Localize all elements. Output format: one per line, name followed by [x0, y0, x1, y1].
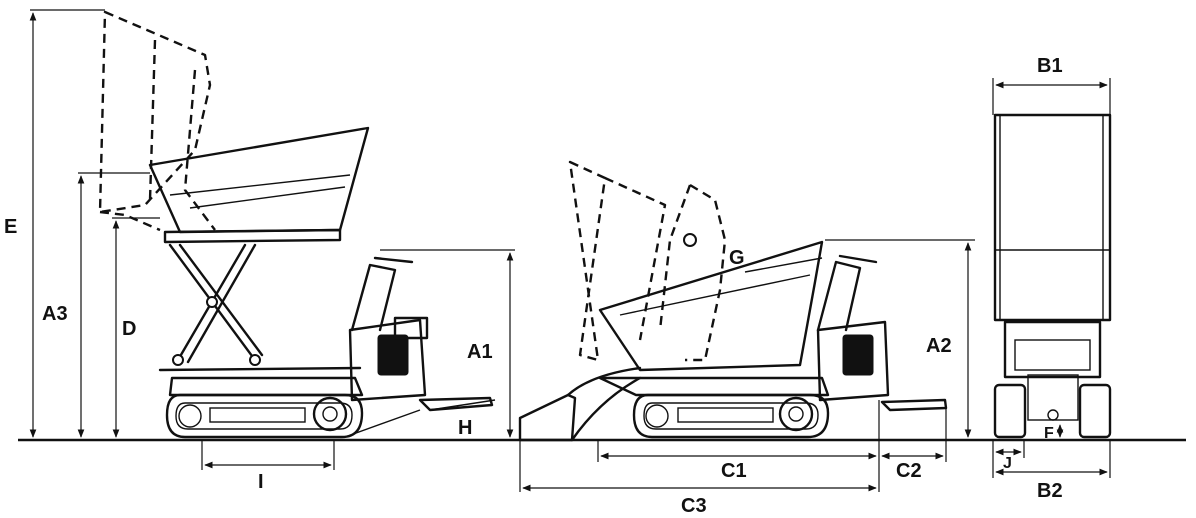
label-c3: C3 — [681, 495, 707, 517]
label-b1: B1 — [1037, 55, 1063, 77]
label-e: E — [4, 216, 17, 238]
label-h: H — [458, 417, 472, 439]
label-c2: C2 — [896, 460, 922, 482]
label-b2: B2 — [1037, 480, 1063, 502]
side-view-high-lift — [98, 10, 496, 439]
rear-view — [993, 113, 1112, 439]
label-a3: A3 — [42, 303, 68, 325]
label-a1: A1 — [467, 341, 493, 363]
label-d: D — [122, 318, 136, 340]
label-a2: A2 — [926, 335, 952, 357]
label-g: G — [729, 247, 745, 269]
label-f: F — [1044, 425, 1054, 442]
label-c1: C1 — [721, 460, 747, 482]
label-i: I — [258, 471, 264, 493]
side-view-standard — [518, 160, 948, 442]
label-j: J — [1003, 455, 1012, 472]
